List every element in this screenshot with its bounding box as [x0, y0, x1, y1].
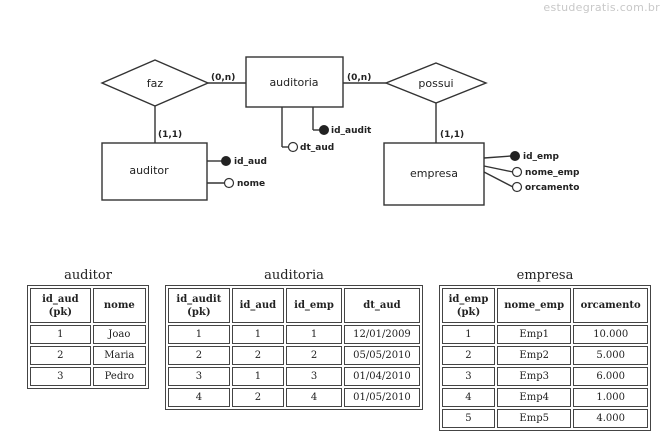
attr-id-emp: id_emp	[523, 152, 560, 162]
table-cell: 01/05/2010	[343, 388, 420, 407]
table-cell: 6.000	[573, 367, 648, 386]
table-cell: Emp4	[496, 388, 572, 407]
attr-id-audit: id_audit	[331, 126, 372, 136]
col-header: orcamento	[573, 288, 648, 323]
id-aud-key-icon	[221, 156, 231, 166]
table-cell: 4	[168, 388, 230, 407]
col-header: id_audit(pk)	[168, 288, 230, 323]
auditoria-entity-label: auditoria	[269, 76, 318, 89]
table-cell: 3	[168, 367, 230, 386]
table-cell: 10.000	[573, 325, 648, 344]
table-cell: 1	[231, 367, 285, 386]
table-cell: 1.000	[573, 388, 648, 407]
table-cell: 05/05/2010	[343, 346, 420, 365]
col-header: id_aud	[231, 288, 285, 323]
table-cell: Pedro	[92, 367, 146, 386]
table-cell: 4	[286, 388, 342, 407]
table-cell: 2	[231, 346, 285, 365]
attr-id-aud: id_aud	[234, 157, 267, 167]
table-cell: 01/04/2010	[343, 367, 420, 386]
table-cell: 2	[286, 346, 342, 365]
cardinality-faz-auditor: (1,1)	[158, 130, 182, 140]
table-cell: 3	[30, 367, 91, 386]
col-header: dt_aud	[343, 288, 420, 323]
empresa-table-title: empresa	[516, 268, 574, 283]
table-cell: Emp3	[496, 367, 572, 386]
attr-nome-emp: nome_emp	[525, 168, 580, 178]
table-cell: 1	[168, 325, 230, 344]
cardinality-possui-empresa: (1,1)	[440, 130, 464, 140]
possui-diamond	[384, 62, 488, 104]
table-cell: 1	[231, 325, 285, 344]
cardinality-faz-auditoria: (0,n)	[211, 73, 235, 83]
col-header: nome_emp	[496, 288, 572, 323]
col-header: nome	[92, 288, 146, 323]
table-cell: 3	[442, 367, 495, 386]
id-emp-key-icon	[510, 151, 520, 161]
er-lines	[154, 82, 514, 188]
nome-emp-attr-icon	[511, 166, 523, 178]
table-cell: Emp5	[496, 409, 572, 428]
col-header: id_aud(pk)	[30, 288, 91, 323]
table-cell: Maria	[92, 346, 146, 365]
attr-orcamento: orcamento	[525, 183, 579, 193]
table-cell: 4	[442, 388, 495, 407]
auditoria-table-block: auditoria id_audit(pk) id_aud id_emp dt_…	[165, 267, 423, 410]
orcamento-attr-icon	[511, 181, 523, 193]
table-cell: Emp2	[496, 346, 572, 365]
auditor-table-title: auditor	[64, 268, 112, 283]
attr-dt-aud: dt_aud	[300, 143, 334, 153]
nome-attr-icon	[223, 177, 235, 189]
table-cell: 5.000	[573, 346, 648, 365]
table-cell: 2	[168, 346, 230, 365]
faz-label: faz	[147, 77, 164, 90]
table-cell: 2	[442, 346, 495, 365]
attr-nome: nome	[237, 179, 265, 189]
table-cell: 12/01/2009	[343, 325, 420, 344]
faz-diamond	[100, 59, 210, 107]
table-cell: 3	[286, 367, 342, 386]
auditoria-entity	[245, 56, 344, 108]
table-cell: 4.000	[573, 409, 648, 428]
er-diagram: faz possui auditoria auditor empresa (0,…	[100, 56, 580, 206]
auditoria-table-title: auditoria	[264, 268, 324, 283]
empresa-entity-label: empresa	[410, 167, 458, 180]
col-header: id_emp(pk)	[442, 288, 495, 323]
col-header: id_emp	[286, 288, 342, 323]
table-cell: 2	[231, 388, 285, 407]
table-cell: 5	[442, 409, 495, 428]
table-cell: 1	[286, 325, 342, 344]
id-audit-key-icon	[319, 125, 329, 135]
cardinality-possui-auditoria: (0,n)	[347, 73, 371, 83]
auditor-entity	[101, 142, 208, 201]
table-cell: 1	[442, 325, 495, 344]
possui-label: possui	[418, 77, 453, 90]
empresa-entity	[383, 142, 485, 206]
table-cell: Emp1	[496, 325, 572, 344]
auditor-entity-label: auditor	[129, 164, 169, 177]
table-cell: 1	[30, 325, 91, 344]
watermark: estudegratis.com.br	[543, 1, 660, 14]
table-cell: 2	[30, 346, 91, 365]
dt-aud-attr-icon	[287, 141, 299, 153]
table-cell: Joao	[92, 325, 146, 344]
